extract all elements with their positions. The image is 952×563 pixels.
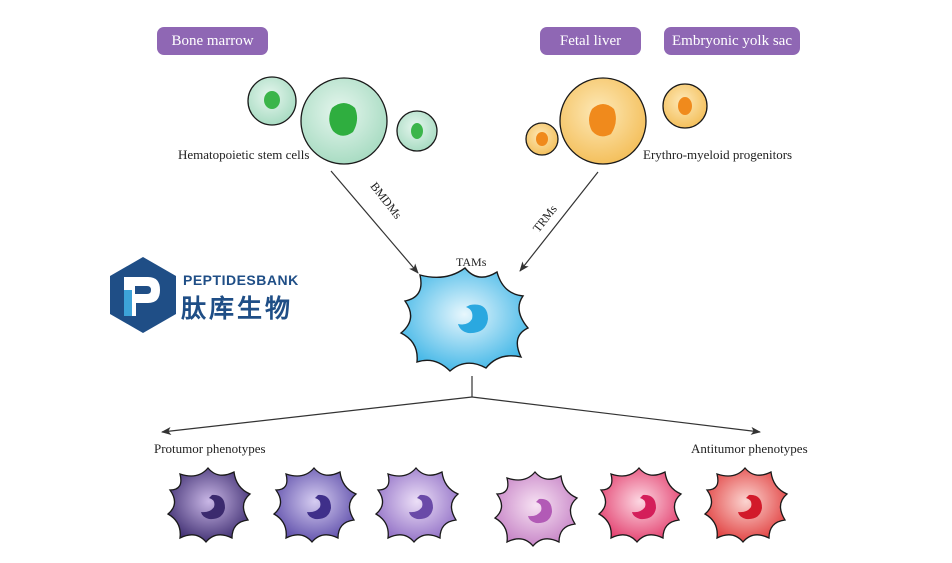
emp-cell-right [662,83,708,129]
trm-arrow [519,171,599,272]
phenotype-cell-3 [374,466,460,544]
emp-cell-left [525,122,559,156]
phenotype-cell-6 [703,466,789,544]
emp-label: Erythro-myeloid progenitors [643,147,793,162]
phenotype-cell-1 [166,466,252,544]
hsc-label: Hematopoietic stem cells [178,147,310,162]
protumor-arrow [161,396,473,435]
tam-cell [399,267,530,372]
hsc-cell-left [247,76,297,126]
bmdm-arrow [330,170,419,274]
source-embryonic-yolk-sac: Embryonic yolk sac [664,27,800,55]
antitumor-label: Antitumor phenotypes [691,441,808,456]
tam-label: TAMs [456,255,487,269]
hsc-cell-right [396,110,438,152]
phenotype-cell-5 [597,466,683,544]
bmdm-arrow-label: BMDMs [367,179,405,222]
phenotype-cell-4 [493,470,579,548]
logo-name-en: PEPTIDESBANK [183,272,299,288]
protumor-label: Protumor phenotypes [154,441,266,456]
hsc-cell-center [300,77,388,165]
logo-name-cn: 肽库生物 [181,294,294,323]
trm-arrow-label: TRMs [530,202,560,235]
emp-cell-center [559,77,647,165]
source-fetal-liver: Fetal liver [540,27,641,55]
peptidesbank-logo-icon [110,257,176,333]
phenotype-cell-2 [272,466,358,544]
source-bone-marrow: Bone marrow [157,27,268,55]
antitumor-arrow [471,396,761,435]
